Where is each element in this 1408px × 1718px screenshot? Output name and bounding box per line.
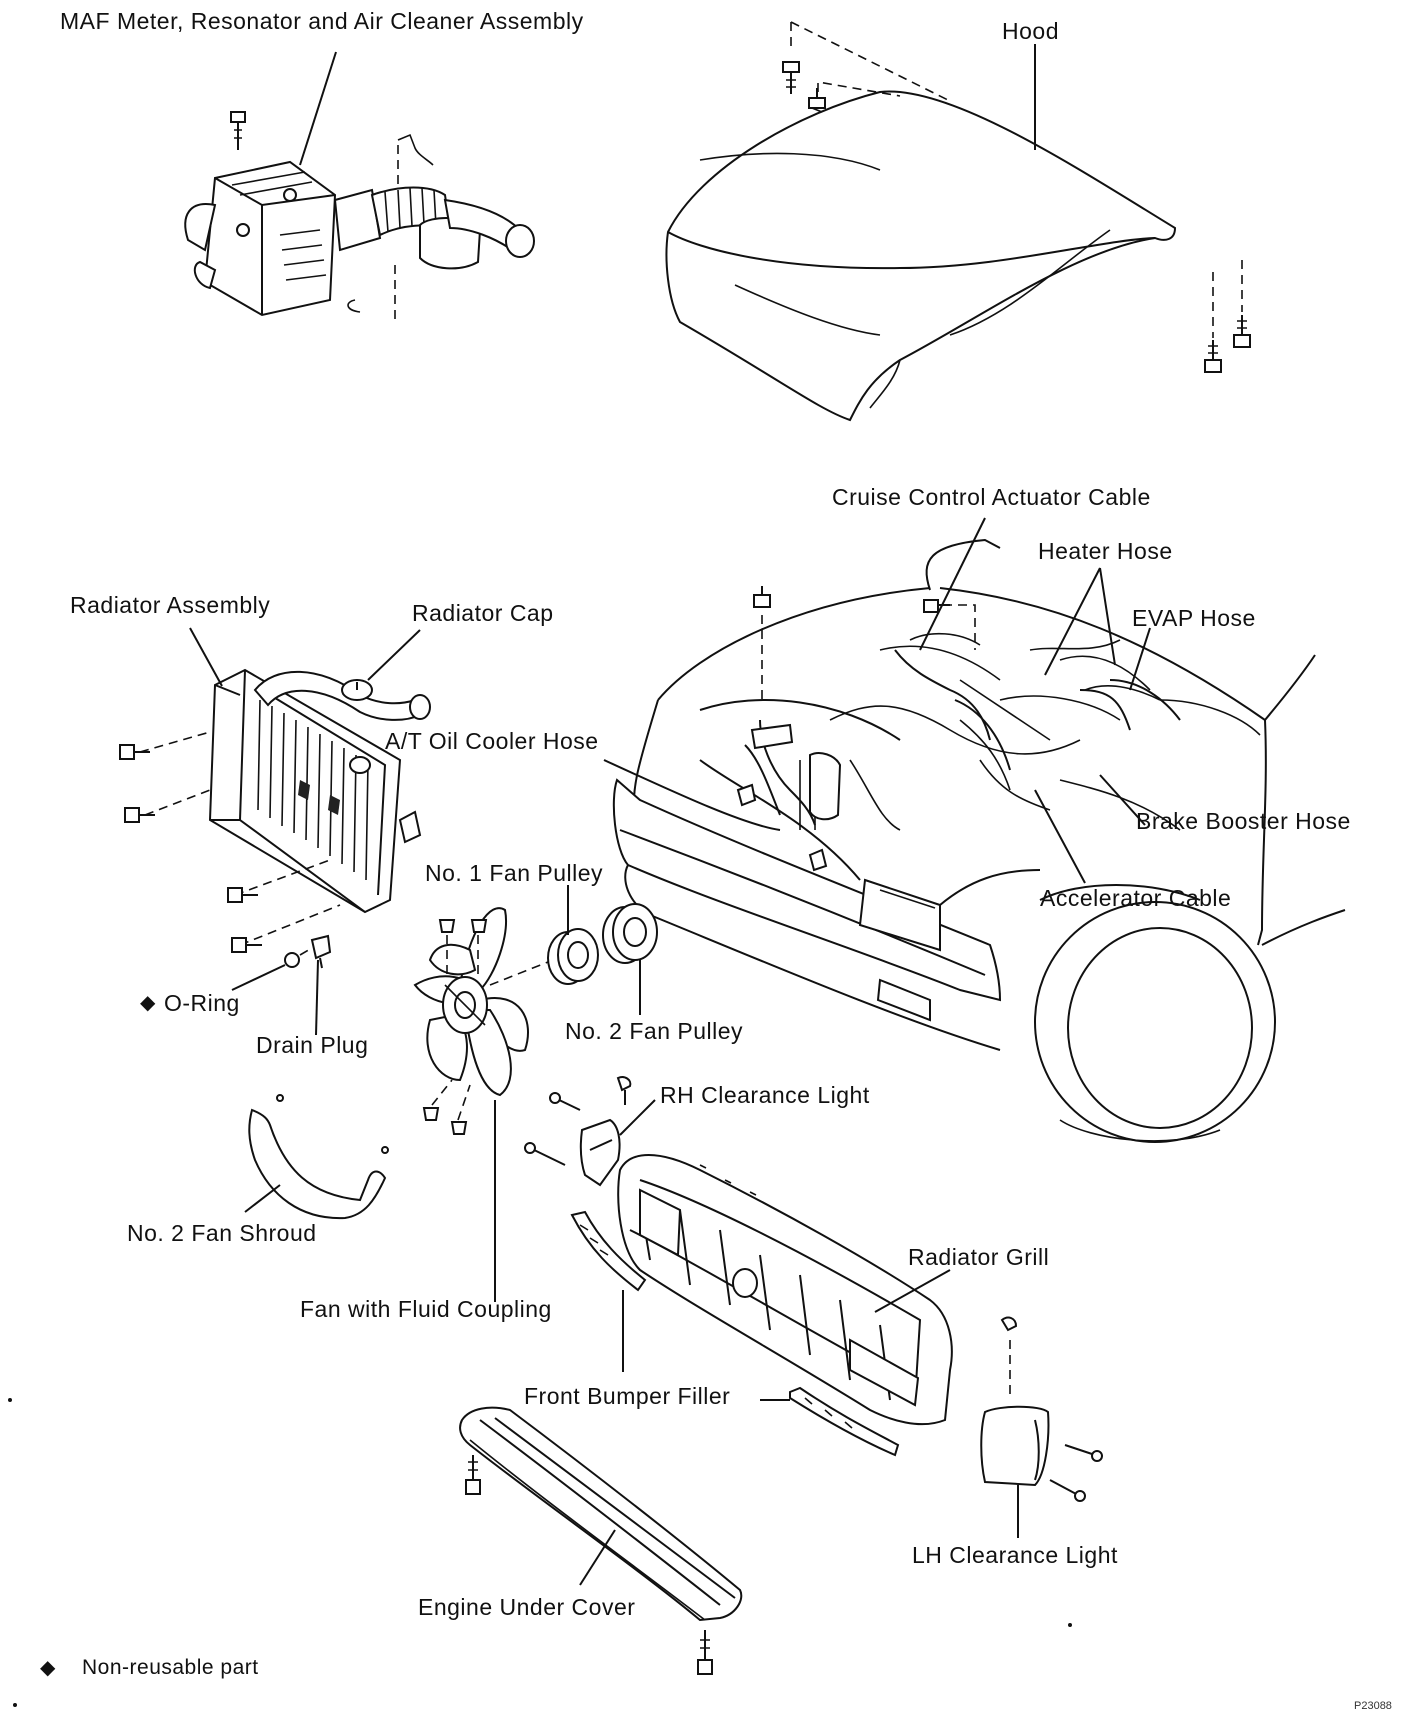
label-radiator-grill: Radiator Grill — [908, 1244, 1050, 1270]
label-rh-clearance-light: RH Clearance Light — [660, 1082, 870, 1108]
label-cruise-cable: Cruise Control Actuator Cable — [832, 484, 1151, 510]
maf-air-cleaner-drawing — [184, 111, 535, 320]
bumper-filler-drawing — [570, 1210, 900, 1457]
label-front-bumper-filler: Front Bumper Filler — [524, 1383, 731, 1409]
leader-rh-light — [619, 1099, 656, 1136]
leader-drain — [315, 959, 319, 1036]
label-o-ring: O-Ring — [164, 990, 240, 1016]
radiator-cap-drawing — [341, 679, 373, 701]
leader-cruise — [919, 517, 986, 651]
leader-maf — [299, 51, 337, 166]
label-engine-under-cover: Engine Under Cover — [418, 1594, 636, 1620]
no1-fan-pulley-drawing — [489, 928, 599, 986]
legend-non-reusable-symbol: ◆ — [40, 1655, 56, 1679]
label-no2-fan-pulley: No. 2 Fan Pulley — [565, 1018, 744, 1044]
leader-oring — [231, 964, 286, 991]
label-brake-booster-hose: Brake Booster Hose — [1136, 808, 1351, 834]
legend-non-reusable-text: Non-reusable part — [82, 1656, 259, 1679]
leader-bumper-filler — [622, 1290, 790, 1401]
label-fan-fluid-coupling: Fan with Fluid Coupling — [300, 1296, 552, 1322]
leader-heater — [1044, 567, 1116, 676]
rh-clearance-light-drawing — [524, 1076, 632, 1187]
fan-shroud-drawing — [248, 1094, 389, 1220]
vehicle-front-drawing — [612, 538, 1346, 1143]
radiator-grill-drawing — [617, 1154, 953, 1426]
engine-under-cover-drawing — [459, 1406, 743, 1675]
hood-drawing — [665, 21, 1251, 422]
label-evap-hose: EVAP Hose — [1132, 605, 1256, 631]
leader-evap — [1129, 627, 1151, 691]
fan-drawing — [413, 907, 529, 1135]
lh-clearance-light-drawing — [980, 1316, 1103, 1502]
leader-at-oil — [603, 759, 781, 831]
non-reusable-symbol-oring: ◆ — [140, 990, 156, 1014]
label-heater-hose: Heater Hose — [1038, 538, 1173, 564]
label-radiator-cap: Radiator Cap — [412, 600, 554, 626]
label-maf-assembly: MAF Meter, Resonator and Air Cleaner Ass… — [60, 8, 584, 34]
label-at-oil-cooler-hose: A/T Oil Cooler Hose — [385, 728, 599, 754]
leader-radiator-cap — [367, 629, 421, 681]
leader-brake — [1099, 774, 1146, 826]
label-drain-plug: Drain Plug — [256, 1032, 369, 1058]
label-hood: Hood — [1002, 18, 1059, 44]
radiator-drawing — [119, 668, 431, 953]
label-no2-fan-shroud: No. 2 Fan Shroud — [127, 1220, 317, 1246]
label-lh-clearance-light: LH Clearance Light — [912, 1542, 1118, 1568]
label-accelerator-cable: Accelerator Cable — [1040, 885, 1232, 911]
leader-grill — [874, 1269, 951, 1313]
leader-under-cover — [579, 1529, 616, 1586]
leader-radiator — [189, 627, 223, 687]
label-radiator-assembly: Radiator Assembly — [70, 592, 271, 618]
leader-shroud — [244, 1184, 281, 1213]
figure-id: P23088 — [1354, 1700, 1392, 1712]
leader-accel — [1034, 789, 1086, 884]
drain-plug-drawing — [284, 934, 332, 969]
no2-fan-pulley-drawing — [602, 903, 658, 964]
label-no1-fan-pulley: No. 1 Fan Pulley — [425, 860, 604, 886]
